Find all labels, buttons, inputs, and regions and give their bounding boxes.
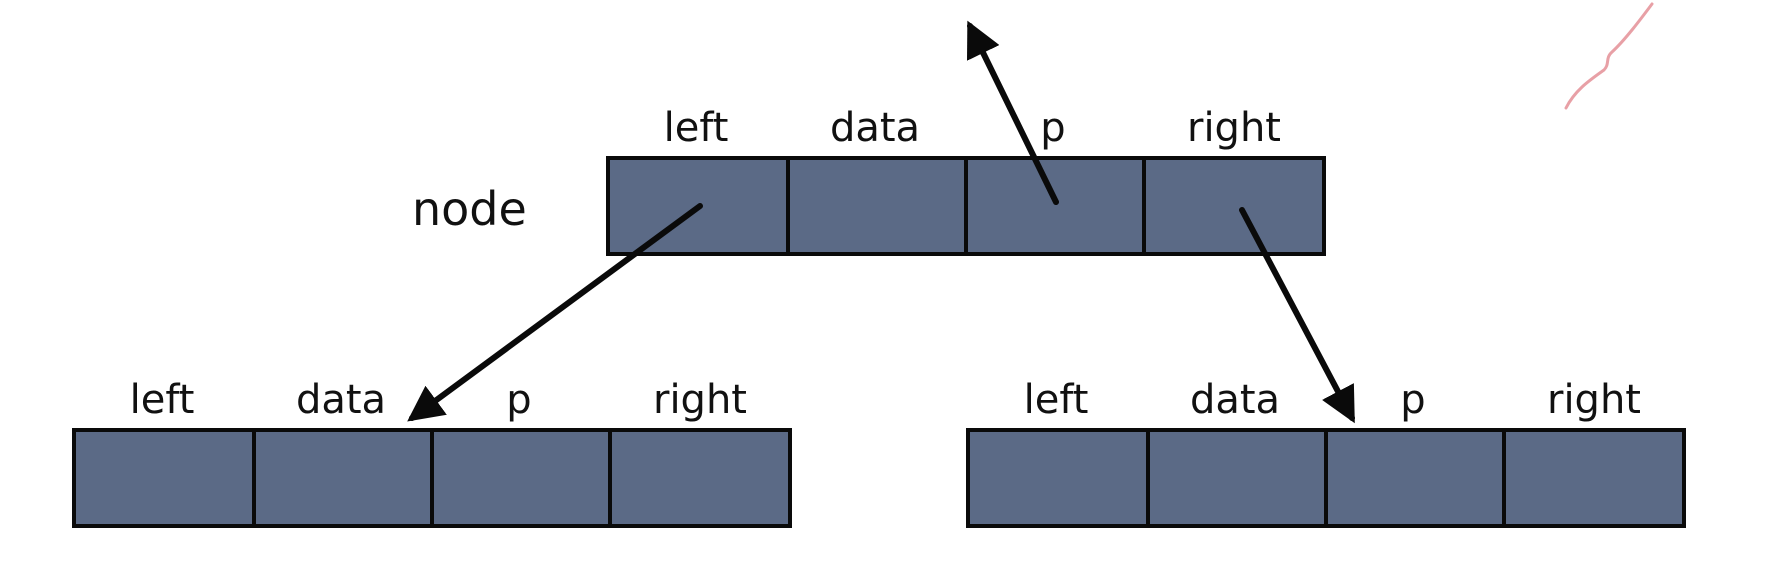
bottom-right-node-cell-data bbox=[1146, 428, 1328, 528]
parent-pointer-arrow bbox=[966, 20, 1059, 205]
bottom-left-node-cell-right bbox=[608, 428, 792, 528]
top-label-left: left bbox=[663, 105, 729, 151]
bottom-right-label-right: right bbox=[1547, 377, 1641, 423]
top-label-p: p bbox=[1040, 105, 1066, 151]
pen-mark bbox=[1564, 2, 1654, 110]
top-node-cell-right bbox=[1142, 156, 1326, 256]
bottom-left-node-cell-left bbox=[72, 428, 256, 528]
bottom-right-label-left: left bbox=[1023, 377, 1089, 423]
bottom-right-node-cell-right bbox=[1502, 428, 1686, 528]
top-node-cell-p bbox=[964, 156, 1146, 256]
bottom-left-label-right: right bbox=[653, 377, 747, 423]
node-label: node bbox=[412, 182, 527, 236]
left-child-pointer-arrow bbox=[407, 203, 703, 422]
bottom-right-label-data: data bbox=[1189, 377, 1281, 423]
bottom-left-label-data: data bbox=[295, 377, 387, 423]
bottom-right-node-cell-p bbox=[1324, 428, 1506, 528]
bottom-left-label-left: left bbox=[129, 377, 195, 423]
bottom-left-label-p: p bbox=[506, 377, 532, 423]
right-child-pointer-arrow bbox=[1239, 207, 1355, 424]
top-label-right: right bbox=[1187, 105, 1281, 151]
bottom-right-label-p: p bbox=[1400, 377, 1426, 423]
top-label-data: data bbox=[829, 105, 921, 151]
